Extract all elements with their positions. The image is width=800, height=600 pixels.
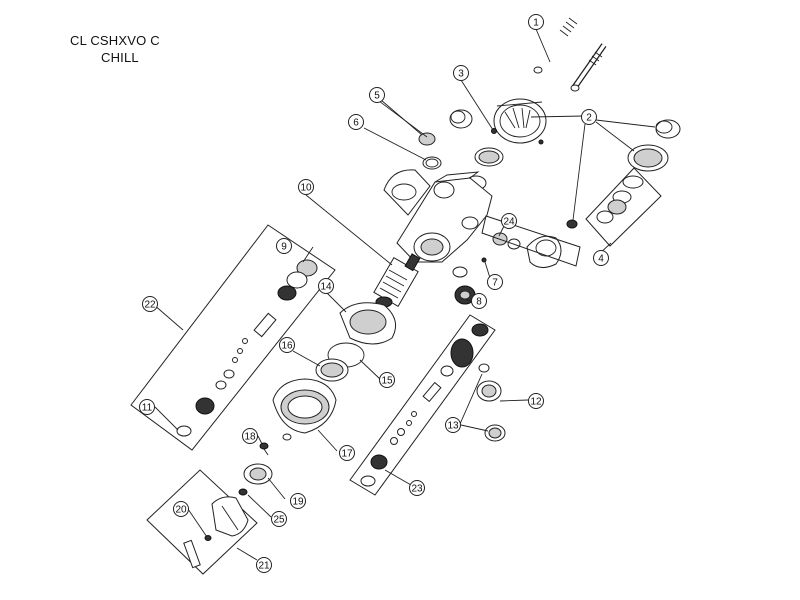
callout-4: 4 [593, 250, 609, 266]
model-title: CL CSHXVO C [70, 33, 160, 48]
model-subtitle: CHILL [101, 50, 139, 65]
cap-part-2 [493, 98, 681, 229]
leader-lines [152, 28, 656, 561]
callout-12: 12 [528, 393, 544, 409]
washer-part-5-6 [418, 132, 442, 170]
svg-text:12: 12 [530, 397, 542, 408]
callout-11: 11 [139, 399, 155, 415]
svg-text:23: 23 [411, 484, 423, 495]
svg-text:24: 24 [503, 217, 515, 228]
svg-text:19: 19 [292, 497, 304, 508]
callout-9: 9 [276, 238, 292, 254]
svg-text:11: 11 [142, 403, 153, 414]
screw-part-1 [533, 12, 607, 92]
callout-14: 14 [318, 278, 334, 294]
svg-text:14: 14 [320, 282, 332, 293]
handle-hardware [238, 433, 292, 496]
group-frame-part-4 [481, 167, 662, 267]
callout-1: 1 [528, 14, 544, 30]
elbow-fitting [492, 232, 562, 268]
callout-16: 16 [279, 337, 295, 353]
callout-21: 21 [256, 557, 272, 573]
svg-text:22: 22 [144, 300, 156, 311]
callout-5: 5 [369, 87, 385, 103]
svg-text:6: 6 [353, 118, 359, 129]
callout-2: 2 [581, 109, 597, 125]
callout-3: 3 [453, 65, 469, 81]
escutcheon-parts [272, 302, 397, 434]
callout-19: 19 [290, 493, 306, 509]
svg-text:10: 10 [300, 183, 312, 194]
svg-text:18: 18 [244, 432, 256, 443]
svg-text:25: 25 [273, 515, 285, 526]
callout-25: 25 [271, 511, 287, 527]
group-frame-part-23 [349, 314, 496, 496]
callout-20: 20 [173, 501, 189, 517]
svg-text:3: 3 [458, 69, 464, 80]
callout-22: 22 [142, 296, 158, 312]
svg-text:21: 21 [258, 561, 270, 572]
svg-text:15: 15 [381, 376, 393, 387]
callout-23: 23 [409, 480, 425, 496]
svg-text:5: 5 [374, 91, 380, 102]
svg-text:20: 20 [175, 505, 187, 516]
callout-10: 10 [298, 179, 314, 195]
group-frame-part-22 [130, 224, 336, 451]
callout-7: 7 [487, 274, 503, 290]
svg-text:17: 17 [341, 449, 353, 460]
svg-text:4: 4 [598, 254, 604, 265]
valve-body [383, 169, 493, 263]
fittings-8-12-13 [454, 285, 506, 442]
callout-18: 18 [242, 428, 258, 444]
svg-text:2: 2 [586, 113, 592, 124]
svg-text:16: 16 [281, 341, 293, 352]
svg-text:13: 13 [447, 421, 459, 432]
callout-6: 6 [348, 114, 364, 130]
svg-text:7: 7 [492, 278, 498, 289]
svg-text:9: 9 [281, 242, 287, 253]
svg-text:8: 8 [476, 297, 482, 308]
callout-8: 8 [471, 293, 487, 309]
svg-text:1: 1 [533, 18, 539, 29]
cartridge-part-10 [373, 253, 421, 308]
callout-17: 17 [339, 445, 355, 461]
handle-group-part-21 [146, 469, 258, 575]
callout-13: 13 [445, 417, 461, 433]
callout-24: 24 [501, 213, 517, 229]
callout-15: 15 [379, 372, 395, 388]
